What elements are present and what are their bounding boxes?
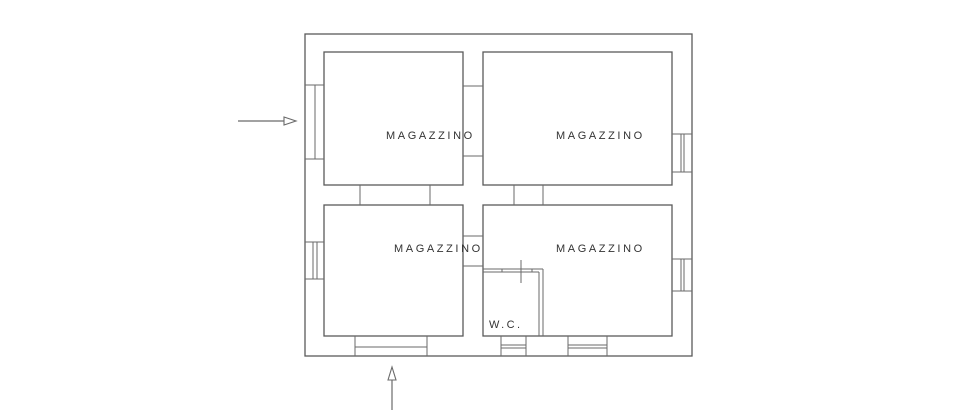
doorway-top-rooms bbox=[463, 85, 483, 157]
window-south-right bbox=[567, 336, 608, 356]
entrance-arrow-west-icon bbox=[238, 116, 298, 126]
window-east-lower bbox=[672, 258, 692, 292]
room-label: MAGAZZINO bbox=[386, 130, 475, 142]
room-top-left: MAGAZZINO bbox=[323, 51, 475, 186]
room-label: MAGAZZINO bbox=[556, 243, 645, 255]
room-label: MAGAZZINO bbox=[394, 243, 483, 255]
doorway-right-rooms bbox=[513, 185, 544, 205]
room-bottom-left: MAGAZZINO bbox=[323, 204, 483, 337]
entrance-arrow-south-icon bbox=[387, 365, 397, 410]
doorway-bottom-rooms bbox=[463, 235, 483, 267]
outer-wall bbox=[304, 33, 693, 357]
room-top-right: MAGAZZINO bbox=[482, 51, 673, 186]
room-bottom-right: MAGAZZINO bbox=[482, 204, 673, 337]
window-east-upper bbox=[672, 133, 692, 173]
window-west-upper bbox=[305, 84, 324, 160]
room-label: MAGAZZINO bbox=[556, 130, 645, 142]
doorway-left-rooms bbox=[359, 185, 431, 205]
window-west-lower bbox=[305, 241, 324, 280]
door-south-main bbox=[354, 336, 428, 356]
window-south-wc bbox=[500, 336, 527, 356]
wc-label: W.C. bbox=[489, 319, 522, 331]
wc-room: W.C. bbox=[483, 260, 544, 336]
